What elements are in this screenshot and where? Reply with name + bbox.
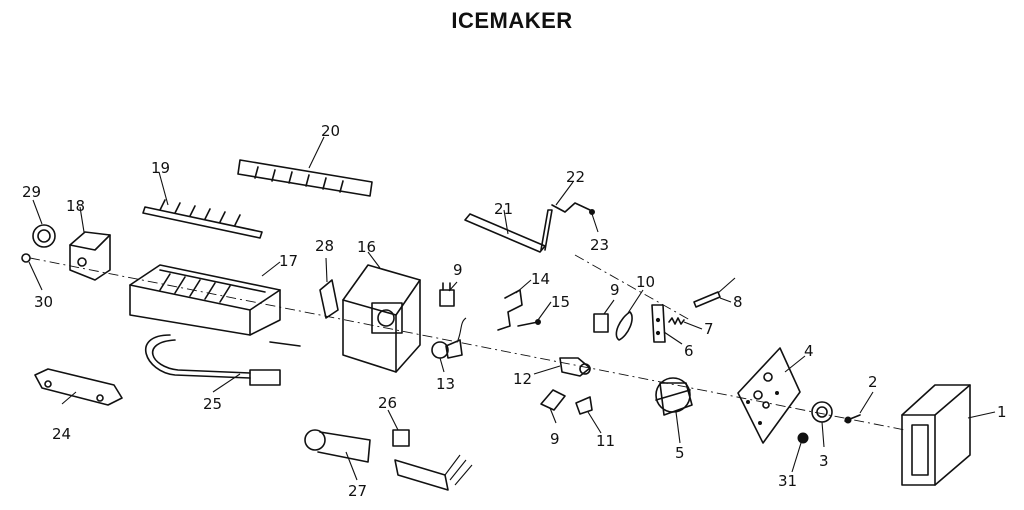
callout-20: 20: [321, 122, 340, 140]
callout-17: 17: [279, 252, 298, 270]
connector: [392, 429, 410, 447]
ice-mold: [129, 264, 281, 336]
callout-21: 21: [494, 200, 513, 218]
ejector: [142, 199, 263, 239]
diagram-title: ICEMAKER: [451, 8, 572, 33]
callouts: 1 2 3 4 5 6 7 8 9 9 9 10 11 12 13 14 15 …: [22, 122, 1007, 500]
callout-30: 30: [34, 293, 53, 311]
lever: [615, 311, 633, 341]
callout-9-upper: 9: [453, 261, 463, 279]
shaft: [693, 277, 736, 308]
callout-23: 23: [590, 236, 609, 254]
mold-housing: [342, 264, 421, 373]
callout-6: 6: [684, 342, 694, 360]
callout-29: 29: [22, 183, 41, 201]
callout-11: 11: [596, 432, 615, 450]
mounting-bracket: [69, 231, 111, 281]
spring: [668, 317, 685, 325]
clip: [575, 396, 593, 415]
seal: [32, 224, 56, 248]
callout-1: 1: [997, 403, 1007, 421]
retainer: [319, 279, 339, 319]
bracket: [497, 289, 523, 331]
assembly-axis-upper: [574, 254, 691, 321]
switch-bracket: [651, 304, 666, 343]
assembly-axis-main: [29, 257, 906, 431]
callout-12: 12: [513, 370, 532, 388]
linkage: [551, 202, 591, 213]
callout-16: 16: [357, 238, 376, 256]
fill-cup: [304, 429, 371, 463]
shutoff-arm: [464, 209, 553, 253]
small-pin: [589, 209, 595, 215]
callout-5: 5: [675, 444, 685, 462]
callout-28: 28: [315, 237, 334, 255]
switch-middle: [593, 313, 609, 333]
callout-15: 15: [551, 293, 570, 311]
wire-harness: [394, 454, 473, 491]
stripper: [237, 159, 373, 197]
callout-18: 18: [66, 197, 85, 215]
mounting-plate: [737, 347, 801, 444]
callout-14: 14: [531, 270, 550, 288]
motor: [655, 377, 693, 416]
callout-10: 10: [636, 273, 655, 291]
callout-7: 7: [704, 320, 714, 338]
callout-22: 22: [566, 168, 585, 186]
front-cover: [901, 384, 971, 486]
callout-8: 8: [733, 293, 743, 311]
screw-15: [517, 319, 541, 327]
leader-lines: [28, 136, 996, 481]
callout-2: 2: [868, 373, 878, 391]
switch-lower: [540, 389, 566, 411]
callout-24: 24: [52, 425, 71, 443]
callout-9-middle: 9: [610, 281, 620, 299]
nut: [797, 432, 809, 444]
switch-upper: [439, 282, 455, 307]
callout-3: 3: [819, 452, 829, 470]
callout-26: 26: [378, 394, 397, 412]
bracket-plate: [34, 368, 123, 406]
callout-25: 25: [203, 395, 222, 413]
screw: [844, 414, 861, 424]
callout-27: 27: [348, 482, 367, 500]
callout-9-lower: 9: [550, 430, 560, 448]
callout-4: 4: [804, 342, 814, 360]
heater: [144, 334, 301, 386]
washer: [21, 253, 31, 263]
callout-31: 31: [778, 472, 797, 490]
callout-13: 13: [436, 375, 455, 393]
cam: [811, 401, 833, 423]
callout-19: 19: [151, 159, 170, 177]
valve: [559, 357, 591, 377]
